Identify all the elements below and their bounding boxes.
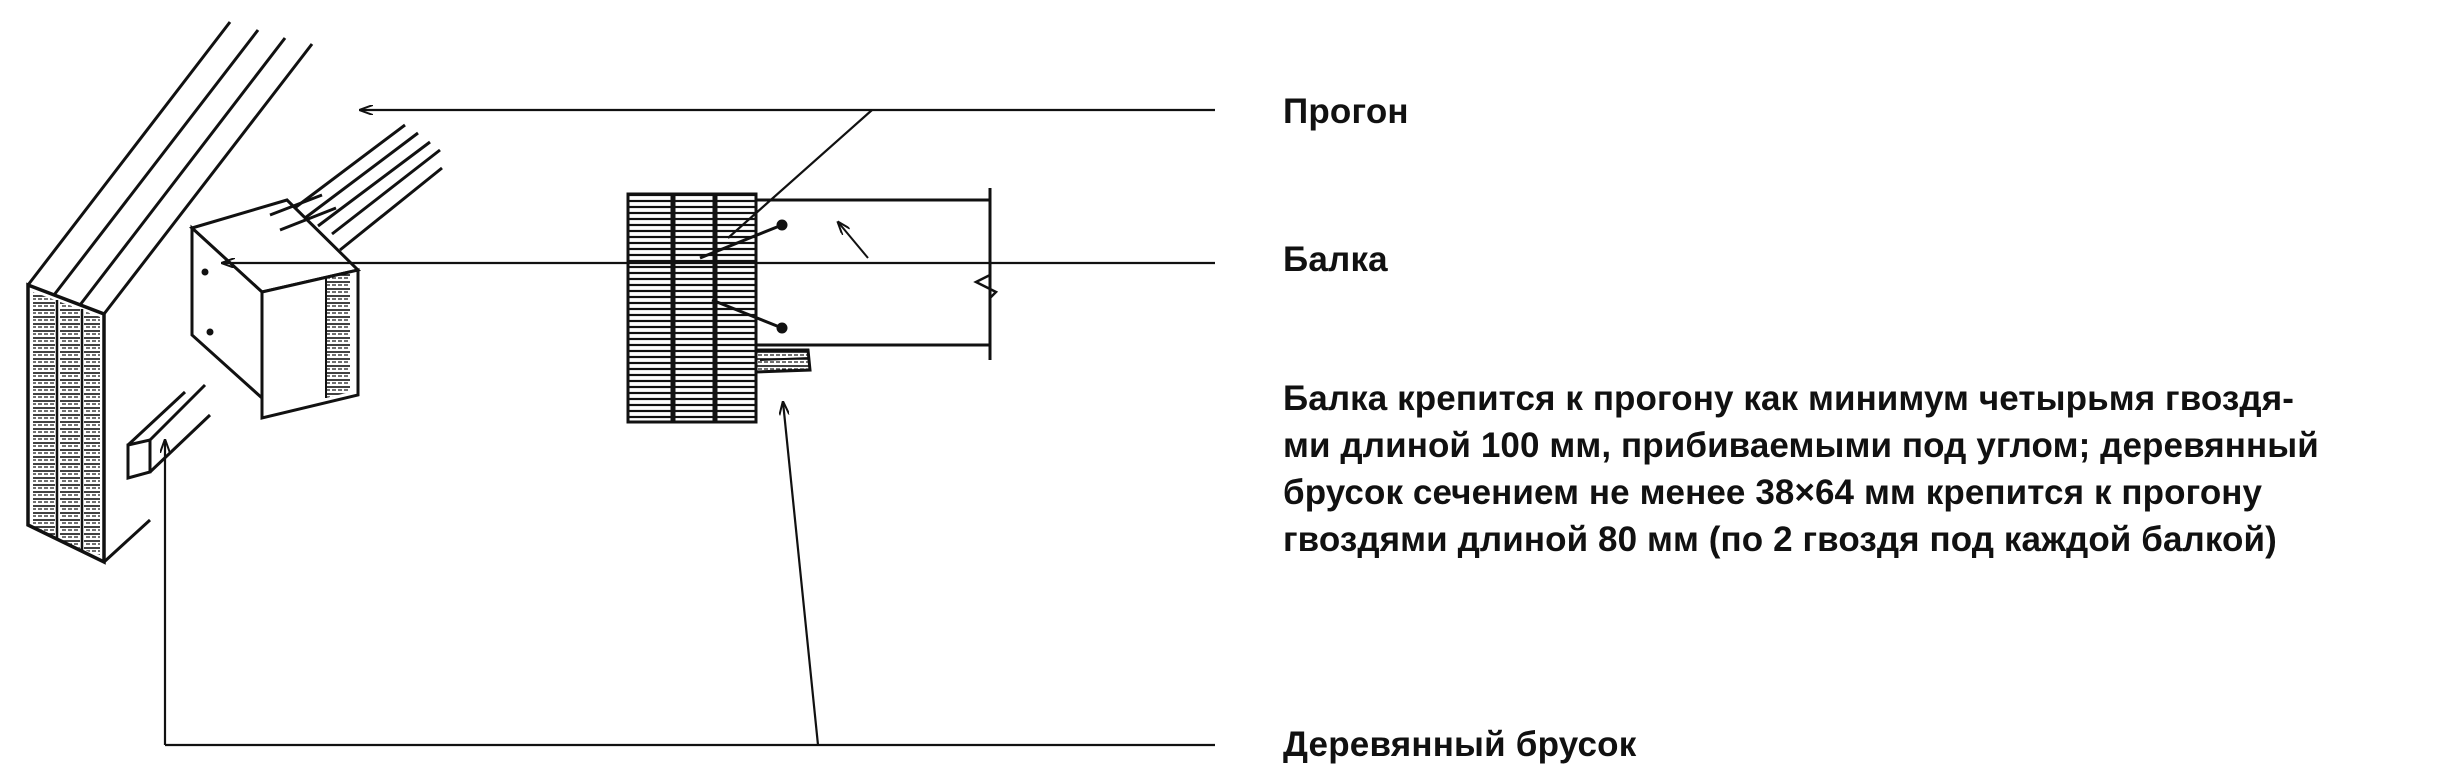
connection-note: Балка крепится к прогону как минимум чет… bbox=[1283, 379, 2319, 559]
wood-block-isometric bbox=[126, 383, 212, 480]
beam-section bbox=[699, 188, 999, 374]
purlin-isometric bbox=[26, 21, 443, 565]
purlin-section bbox=[626, 192, 758, 424]
leader-lines bbox=[165, 110, 1215, 747]
label-purlin: Прогон bbox=[1283, 92, 1409, 131]
beam-to-purlin-connection-drawing bbox=[26, 21, 1215, 747]
label-beam: Балка bbox=[1283, 240, 1388, 279]
beam-isometric bbox=[189, 193, 362, 420]
label-wood-block: Деревянный брусок bbox=[1283, 725, 1637, 764]
